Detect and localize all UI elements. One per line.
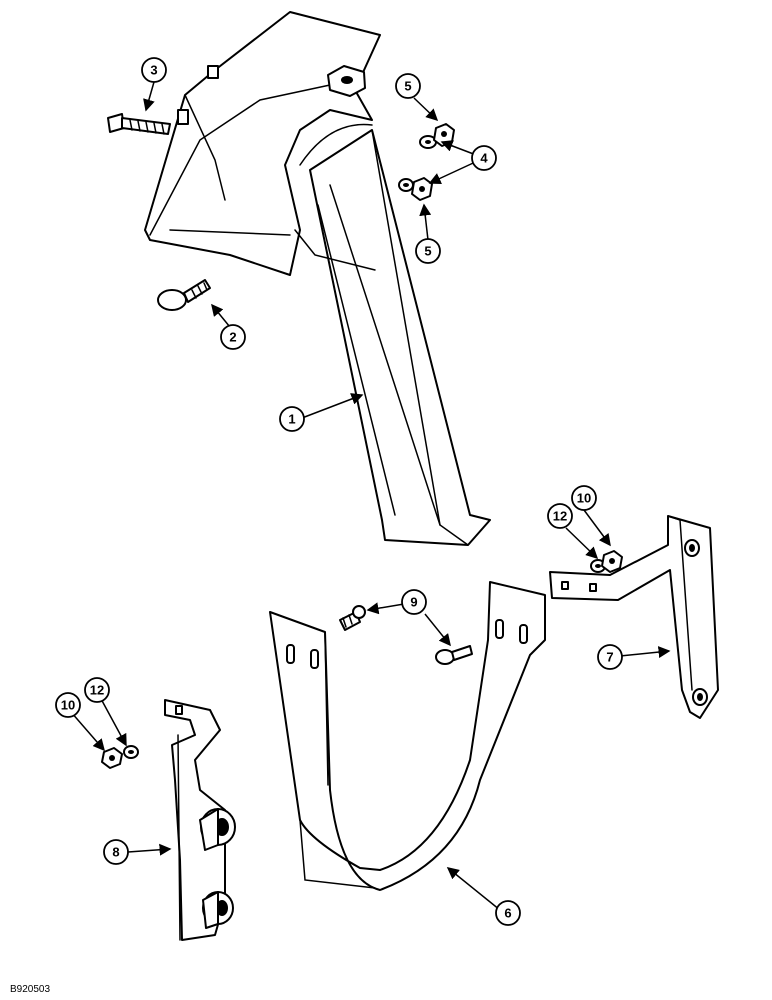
bolts-part-9: [339, 605, 473, 665]
svg-text:12: 12: [90, 683, 104, 698]
nut-washer-left: [101, 745, 139, 769]
callout-5-lower: 5: [415, 238, 441, 264]
callout-1: 1: [279, 406, 305, 432]
svg-text:6: 6: [504, 906, 511, 921]
callout-10-right: 10: [571, 485, 597, 511]
callout-5-upper: 5: [395, 73, 421, 99]
shield-bracket-part: [144, 11, 491, 546]
callout-8: 8: [103, 839, 129, 865]
svg-text:7: 7: [606, 650, 613, 665]
callout-2: 2: [220, 324, 246, 350]
callout-4: 4: [471, 145, 497, 171]
callout-3: 3: [141, 57, 167, 83]
svg-text:9: 9: [410, 595, 417, 610]
left-bracket-part-8: [164, 699, 236, 941]
nuts-washers-upper: [398, 123, 455, 201]
svg-text:4: 4: [480, 151, 488, 166]
carriage-bolt-part-2: [157, 279, 211, 311]
bolt-part-3: [107, 113, 171, 135]
svg-text:10: 10: [577, 491, 591, 506]
nut-washer-right: [590, 550, 623, 573]
svg-text:3: 3: [150, 63, 157, 78]
callout-12-right: 12: [547, 503, 573, 529]
svg-text:12: 12: [553, 509, 567, 524]
callout-9: 9: [401, 589, 427, 615]
svg-text:5: 5: [424, 244, 431, 259]
callout-6: 6: [495, 900, 521, 926]
svg-text:1: 1: [288, 412, 295, 427]
callout-7: 7: [597, 644, 623, 670]
right-bracket-part-7: [549, 515, 719, 719]
svg-text:2: 2: [229, 330, 236, 345]
svg-text:10: 10: [61, 698, 75, 713]
u-strap-part-6: [269, 581, 546, 891]
svg-text:8: 8: [112, 845, 119, 860]
svg-text:5: 5: [404, 79, 411, 94]
callout-10-left: 10: [55, 692, 81, 718]
callout-12-left: 12: [84, 677, 110, 703]
reference-code: B920503: [10, 984, 50, 995]
